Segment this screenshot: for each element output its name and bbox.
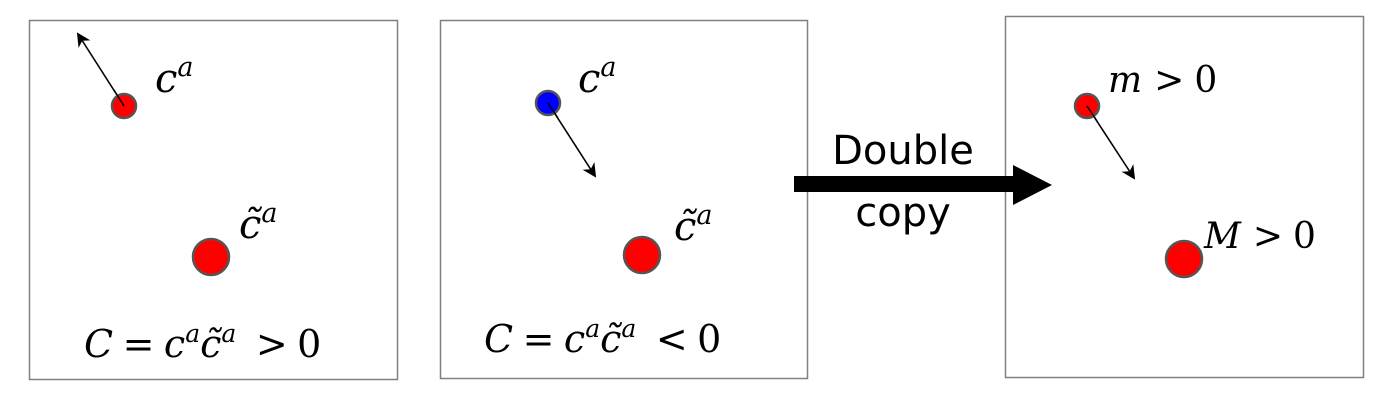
equation-label: C = cac̃a < 0 — [484, 304, 721, 361]
small-particle-label: ca — [578, 52, 617, 102]
panel-2: ca c̃a C = cac̃a < 0 — [439, 19, 809, 380]
large-mass-label: M>0 — [1203, 216, 1316, 257]
arrow-stem — [547, 102, 559, 119]
equation-label: C = cac̃a > 0 — [84, 309, 321, 366]
large-particle-label: c̃a — [674, 200, 713, 250]
arrow-stem — [1086, 105, 1098, 122]
transition-arrow-head-icon — [1013, 165, 1052, 205]
panel-frame — [1004, 15, 1365, 379]
arrow-stem — [113, 89, 125, 107]
large-particle-label: c̃a — [239, 198, 278, 248]
panel-3: m>0 M>0 — [1004, 15, 1365, 379]
panel-frame — [28, 19, 399, 381]
large-particle-red — [1164, 239, 1204, 279]
double-copy-transition: Double copy — [794, 128, 1052, 236]
small-mass-label: m>0 — [1108, 60, 1217, 101]
transition-label-line2: copy — [855, 190, 951, 236]
panel-1: ca c̃a C = cac̃a > 0 — [28, 19, 399, 381]
panel-frame — [439, 19, 809, 380]
small-particle-label: ca — [155, 52, 194, 102]
large-particle-red — [622, 235, 662, 275]
transition-arrow-shaft — [794, 176, 1016, 192]
large-particle-red — [191, 237, 231, 277]
transition-label-line1: Double — [832, 128, 974, 174]
